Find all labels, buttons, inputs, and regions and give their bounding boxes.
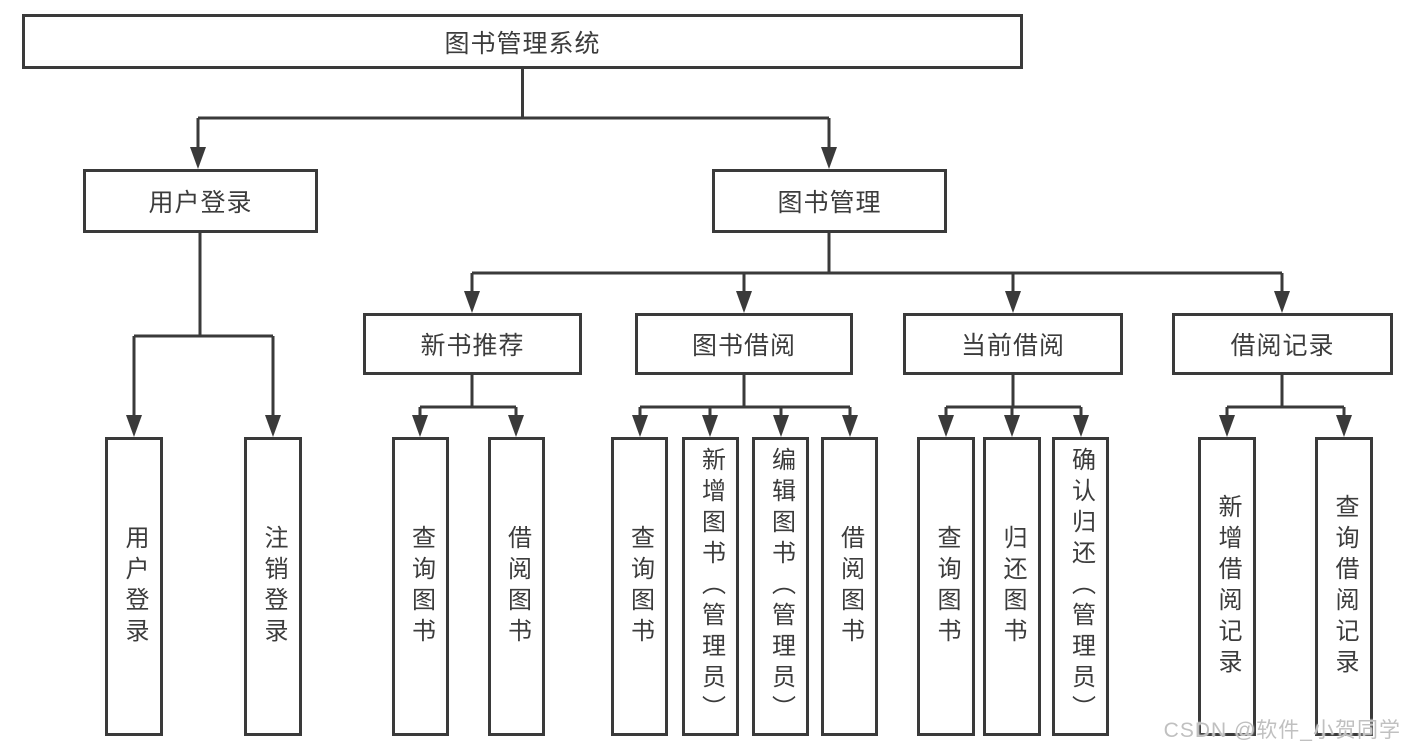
leaf-cb-confirm-return-admin: 确认归还（管理员） — [1052, 437, 1109, 736]
leaf-label: 用户登录 — [121, 524, 148, 649]
leaf-nbr-query-books: 查询图书 — [392, 437, 449, 736]
node-label: 图书管理系统 — [444, 29, 601, 58]
leaf-bb-borrow-books: 借阅图书 — [821, 437, 878, 736]
leaf-bb-query-books: 查询图书 — [611, 437, 668, 736]
node-label: 当前借阅 — [960, 332, 1065, 360]
node-current-borrow: 当前借阅 — [903, 313, 1123, 375]
leaf-label: 查询图书 — [933, 524, 960, 649]
leaf-user-login: 用户登录 — [105, 437, 163, 736]
leaf-nbr-borrow-books: 借阅图书 — [488, 437, 545, 736]
node-book-borrow: 图书借阅 — [635, 313, 853, 375]
leaf-label: 查询借阅记录 — [1331, 493, 1358, 680]
node-label: 借阅记录 — [1230, 332, 1335, 360]
leaf-br-query-borrow-record: 查询借阅记录 — [1315, 437, 1373, 736]
leaf-logout-login: 注销登录 — [244, 437, 302, 736]
leaf-label: 注销登录 — [260, 524, 287, 649]
leaf-label: 查询图书 — [407, 524, 435, 649]
node-label: 用户登录 — [148, 189, 253, 217]
leaf-br-add-borrow-record: 新增借阅记录 — [1198, 437, 1256, 736]
node-label: 图书借阅 — [691, 332, 796, 360]
leaf-label: 查询图书 — [626, 524, 654, 649]
leaf-label: 新增图书（管理员） — [697, 447, 725, 726]
node-label: 图书管理 — [777, 189, 882, 217]
leaf-bb-edit-books-admin: 编辑图书（管理员） — [752, 437, 809, 736]
leaf-label: 新增借阅记录 — [1214, 493, 1241, 680]
node-label: 新书推荐 — [420, 332, 525, 360]
node-new-book-recommend: 新书推荐 — [363, 313, 582, 375]
leaf-cb-query-books: 查询图书 — [917, 437, 975, 736]
node-book-management: 图书管理 — [712, 169, 947, 233]
leaf-cb-return-books: 归还图书 — [983, 437, 1041, 736]
leaf-bb-add-books-admin: 新增图书（管理员） — [682, 437, 739, 736]
node-user-login: 用户登录 — [83, 169, 318, 233]
leaf-label: 借阅图书 — [503, 524, 531, 649]
csdn-watermark: CSDN @软件_小贺同学 — [1163, 719, 1401, 742]
leaf-label: 归还图书 — [999, 524, 1026, 649]
leaf-label: 确认归还（管理员） — [1067, 447, 1095, 726]
leaf-label: 编辑图书（管理员） — [767, 447, 795, 726]
node-borrow-records: 借阅记录 — [1172, 313, 1393, 375]
leaf-label: 借阅图书 — [836, 524, 864, 649]
node-root-system: 图书管理系统 — [22, 14, 1023, 69]
